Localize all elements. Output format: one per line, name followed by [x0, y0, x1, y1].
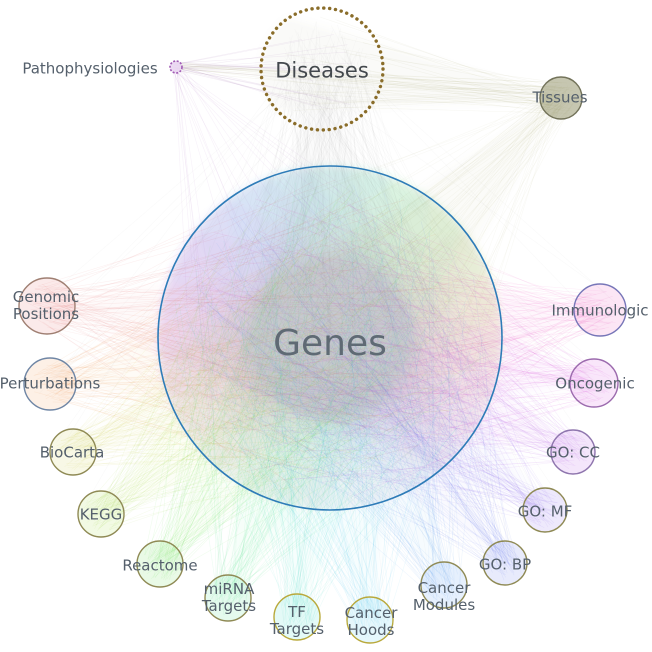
label-tissues: Tissues	[531, 88, 587, 106]
edge-lines	[25, 16, 620, 638]
node-kegg[interactable]	[77, 490, 125, 538]
node-circle-reactome[interactable]	[136, 540, 184, 588]
label-biocarta: BioCarta	[40, 443, 105, 461]
node-circle-immunologic[interactable]	[573, 283, 627, 337]
node-cancer-hoods[interactable]	[346, 596, 394, 644]
node-circle-oncogenic[interactable]	[569, 358, 619, 408]
node-circle-biocarta[interactable]	[49, 428, 97, 476]
node-tf-targets[interactable]	[273, 593, 321, 641]
node-mirna-targets[interactable]	[204, 574, 252, 622]
node-circle-go-cc[interactable]	[550, 429, 596, 475]
node-circle-genomic-positions[interactable]	[18, 277, 76, 335]
node-tissues[interactable]	[539, 76, 583, 120]
node-circle-kegg[interactable]	[77, 490, 125, 538]
node-oncogenic[interactable]	[569, 358, 619, 408]
label-pathophysiologies: Pathophysiologies	[22, 59, 157, 77]
label-kegg: KEGG	[80, 505, 123, 523]
node-circle-genes[interactable]	[157, 165, 503, 511]
node-perturbations[interactable]	[23, 357, 77, 411]
node-circle-cancer-modules[interactable]	[420, 561, 468, 609]
label-immunologic: Immunologic	[551, 301, 648, 319]
node-circle-perturbations[interactable]	[23, 357, 77, 411]
node-genomic-positions[interactable]	[18, 277, 76, 335]
node-reactome[interactable]	[136, 540, 184, 588]
node-pathophysiologies[interactable]	[169, 60, 183, 74]
node-cancer-modules[interactable]	[420, 561, 468, 609]
label-genes: Genes	[273, 323, 387, 364]
label-diseases: Diseases	[275, 59, 369, 83]
label-perturbations: Perturbations	[0, 374, 101, 392]
node-circle-go-bp[interactable]	[482, 540, 528, 586]
node-circle-tissues[interactable]	[539, 76, 583, 120]
node-circle-pathophysiologies[interactable]	[169, 60, 183, 74]
node-diseases[interactable]	[259, 6, 385, 132]
node-go-cc[interactable]	[550, 429, 596, 475]
label-go-cc: GO: CC	[546, 443, 600, 461]
label-reactome: Reactome	[122, 556, 197, 574]
nodes	[18, 6, 627, 644]
node-go-mf[interactable]	[522, 487, 568, 533]
node-genes[interactable]	[157, 165, 503, 511]
label-oncogenic: Oncogenic	[555, 374, 634, 392]
node-biocarta[interactable]	[49, 428, 97, 476]
edge-fans	[159, 17, 561, 510]
node-circle-cancer-hoods[interactable]	[346, 596, 394, 644]
node-go-bp[interactable]	[482, 540, 528, 586]
node-immunologic[interactable]	[573, 283, 627, 337]
label-go-mf: GO: MF	[518, 502, 573, 520]
node-circle-go-mf[interactable]	[522, 487, 568, 533]
node-circle-mirna-targets[interactable]	[204, 574, 252, 622]
node-circle-diseases[interactable]	[259, 6, 385, 132]
label-go-bp: GO: BP	[479, 555, 531, 573]
node-circle-tf-targets[interactable]	[273, 593, 321, 641]
